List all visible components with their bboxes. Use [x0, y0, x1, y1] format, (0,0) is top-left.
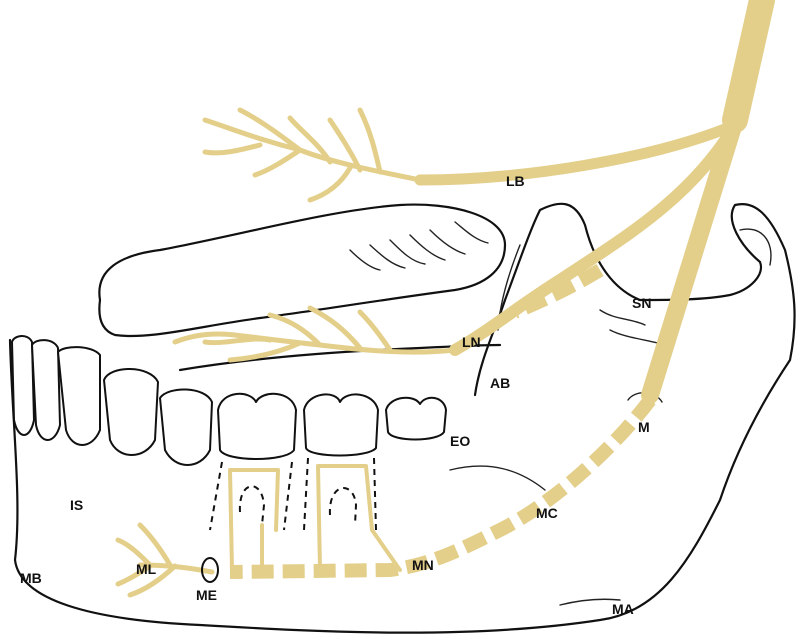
tooth-molar-2 [304, 394, 378, 455]
tongue-fold-5 [430, 230, 465, 254]
molar-1-inner-root [240, 486, 264, 525]
label-is: IS [70, 497, 83, 513]
ramus-shading-1 [600, 310, 645, 325]
label-ab: AB [490, 375, 510, 391]
tongue-fold-1 [350, 250, 380, 270]
tooth-incisor-1 [12, 336, 34, 435]
oblique-line [450, 466, 545, 490]
label-lb: LB [506, 173, 525, 189]
tongue-fold-2 [370, 245, 405, 268]
label-ma: MA [612, 601, 634, 617]
buccal-nerve [420, 125, 735, 180]
tongue-fold-6 [455, 222, 488, 243]
buccal-branches [205, 110, 420, 200]
angle-line [560, 599, 620, 605]
label-mc: MC [536, 505, 558, 521]
tooth-molar-1 [218, 394, 296, 459]
tooth-molar-3 [386, 398, 446, 440]
tongue-outline [99, 205, 505, 336]
label-mn: MN [412, 557, 434, 573]
molar-1-dental-branch [230, 470, 278, 570]
tooth-canine [58, 347, 100, 445]
molar-2-inner-root [330, 488, 356, 525]
teeth-row [12, 336, 446, 465]
molar-2-dental-branch [318, 466, 400, 570]
label-ml: ML [136, 561, 157, 577]
label-m: M [638, 419, 650, 435]
label-mb: MB [20, 570, 42, 586]
mandibular-nerve-trunk [735, 0, 762, 120]
mental-nerve-branches [118, 525, 212, 595]
label-me: ME [196, 587, 217, 603]
tooth-incisor-2 [32, 340, 60, 440]
tooth-premolar-1 [104, 369, 158, 455]
inferior-alveolar-nerve-upper [650, 120, 735, 395]
label-eo: EO [450, 433, 470, 449]
label-ln: LN [462, 334, 481, 350]
lingual-branches [175, 308, 455, 360]
tooth-premolar-2 [160, 389, 212, 465]
label-sn: SN [632, 295, 651, 311]
